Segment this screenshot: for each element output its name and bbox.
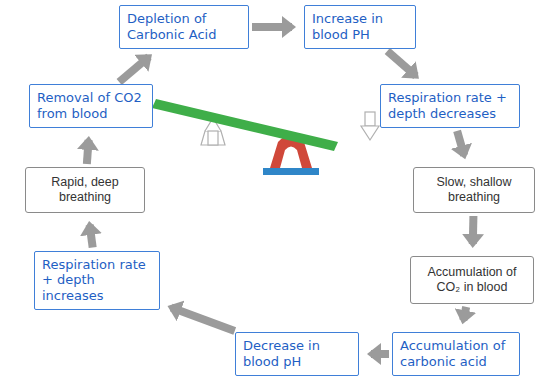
- box-label: Respiration rate + depth decreases: [388, 90, 512, 121]
- down-arrow-shaft: [365, 112, 375, 126]
- cycle-arrow: [119, 57, 149, 82]
- cycle-arrow: [457, 131, 464, 156]
- cycle-arrow: [469, 216, 478, 244]
- handwritten-box: Decrease in blood pH: [235, 332, 359, 376]
- handwritten-box: Depletion of Carbonic Acid: [119, 5, 249, 49]
- process-box: Slow, shallow breathing: [413, 167, 535, 213]
- cycle-arrow: [252, 23, 292, 31]
- handwritten-box: Increase in blood PH: [304, 5, 416, 49]
- cycle-arrow: [87, 140, 89, 164]
- handwritten-box: Respiration rate + depth increases: [34, 251, 160, 310]
- box-label: Accumulation of carbonic acid: [400, 338, 512, 369]
- up-arrow-shaft: [208, 131, 218, 145]
- box-label: Rapid, deep breathing: [33, 175, 137, 205]
- handwritten-box: Accumulation of carbonic acid: [392, 332, 520, 376]
- up-arrow-head: [201, 131, 225, 145]
- cycle-arrow: [463, 307, 466, 320]
- handwritten-box: Removal of CO2 from blood: [29, 84, 153, 128]
- handwritten-box: Respiration rate + depth decreases: [380, 84, 520, 128]
- cycle-arrow: [171, 307, 234, 330]
- box-label: Slow, shallow breathing: [421, 175, 527, 205]
- seesaw-plank: [152, 99, 338, 151]
- seesaw-base: [263, 168, 319, 175]
- cycle-arrow: [387, 51, 416, 76]
- cycle-arrow: [371, 350, 389, 358]
- box-label: Depletion of Carbonic Acid: [127, 11, 241, 42]
- cycle-arrow: [90, 225, 93, 248]
- box-label: Accumulation of CO₂ in blood: [418, 265, 526, 295]
- box-label: Removal of CO2 from blood: [37, 90, 145, 121]
- process-box: Accumulation of CO₂ in blood: [410, 256, 534, 304]
- box-label: Respiration rate + depth increases: [42, 257, 152, 304]
- down-arrow: [361, 126, 379, 140]
- box-label: Increase in blood PH: [312, 11, 408, 42]
- box-label: Decrease in blood pH: [243, 338, 351, 369]
- process-box: Rapid, deep breathing: [25, 167, 145, 213]
